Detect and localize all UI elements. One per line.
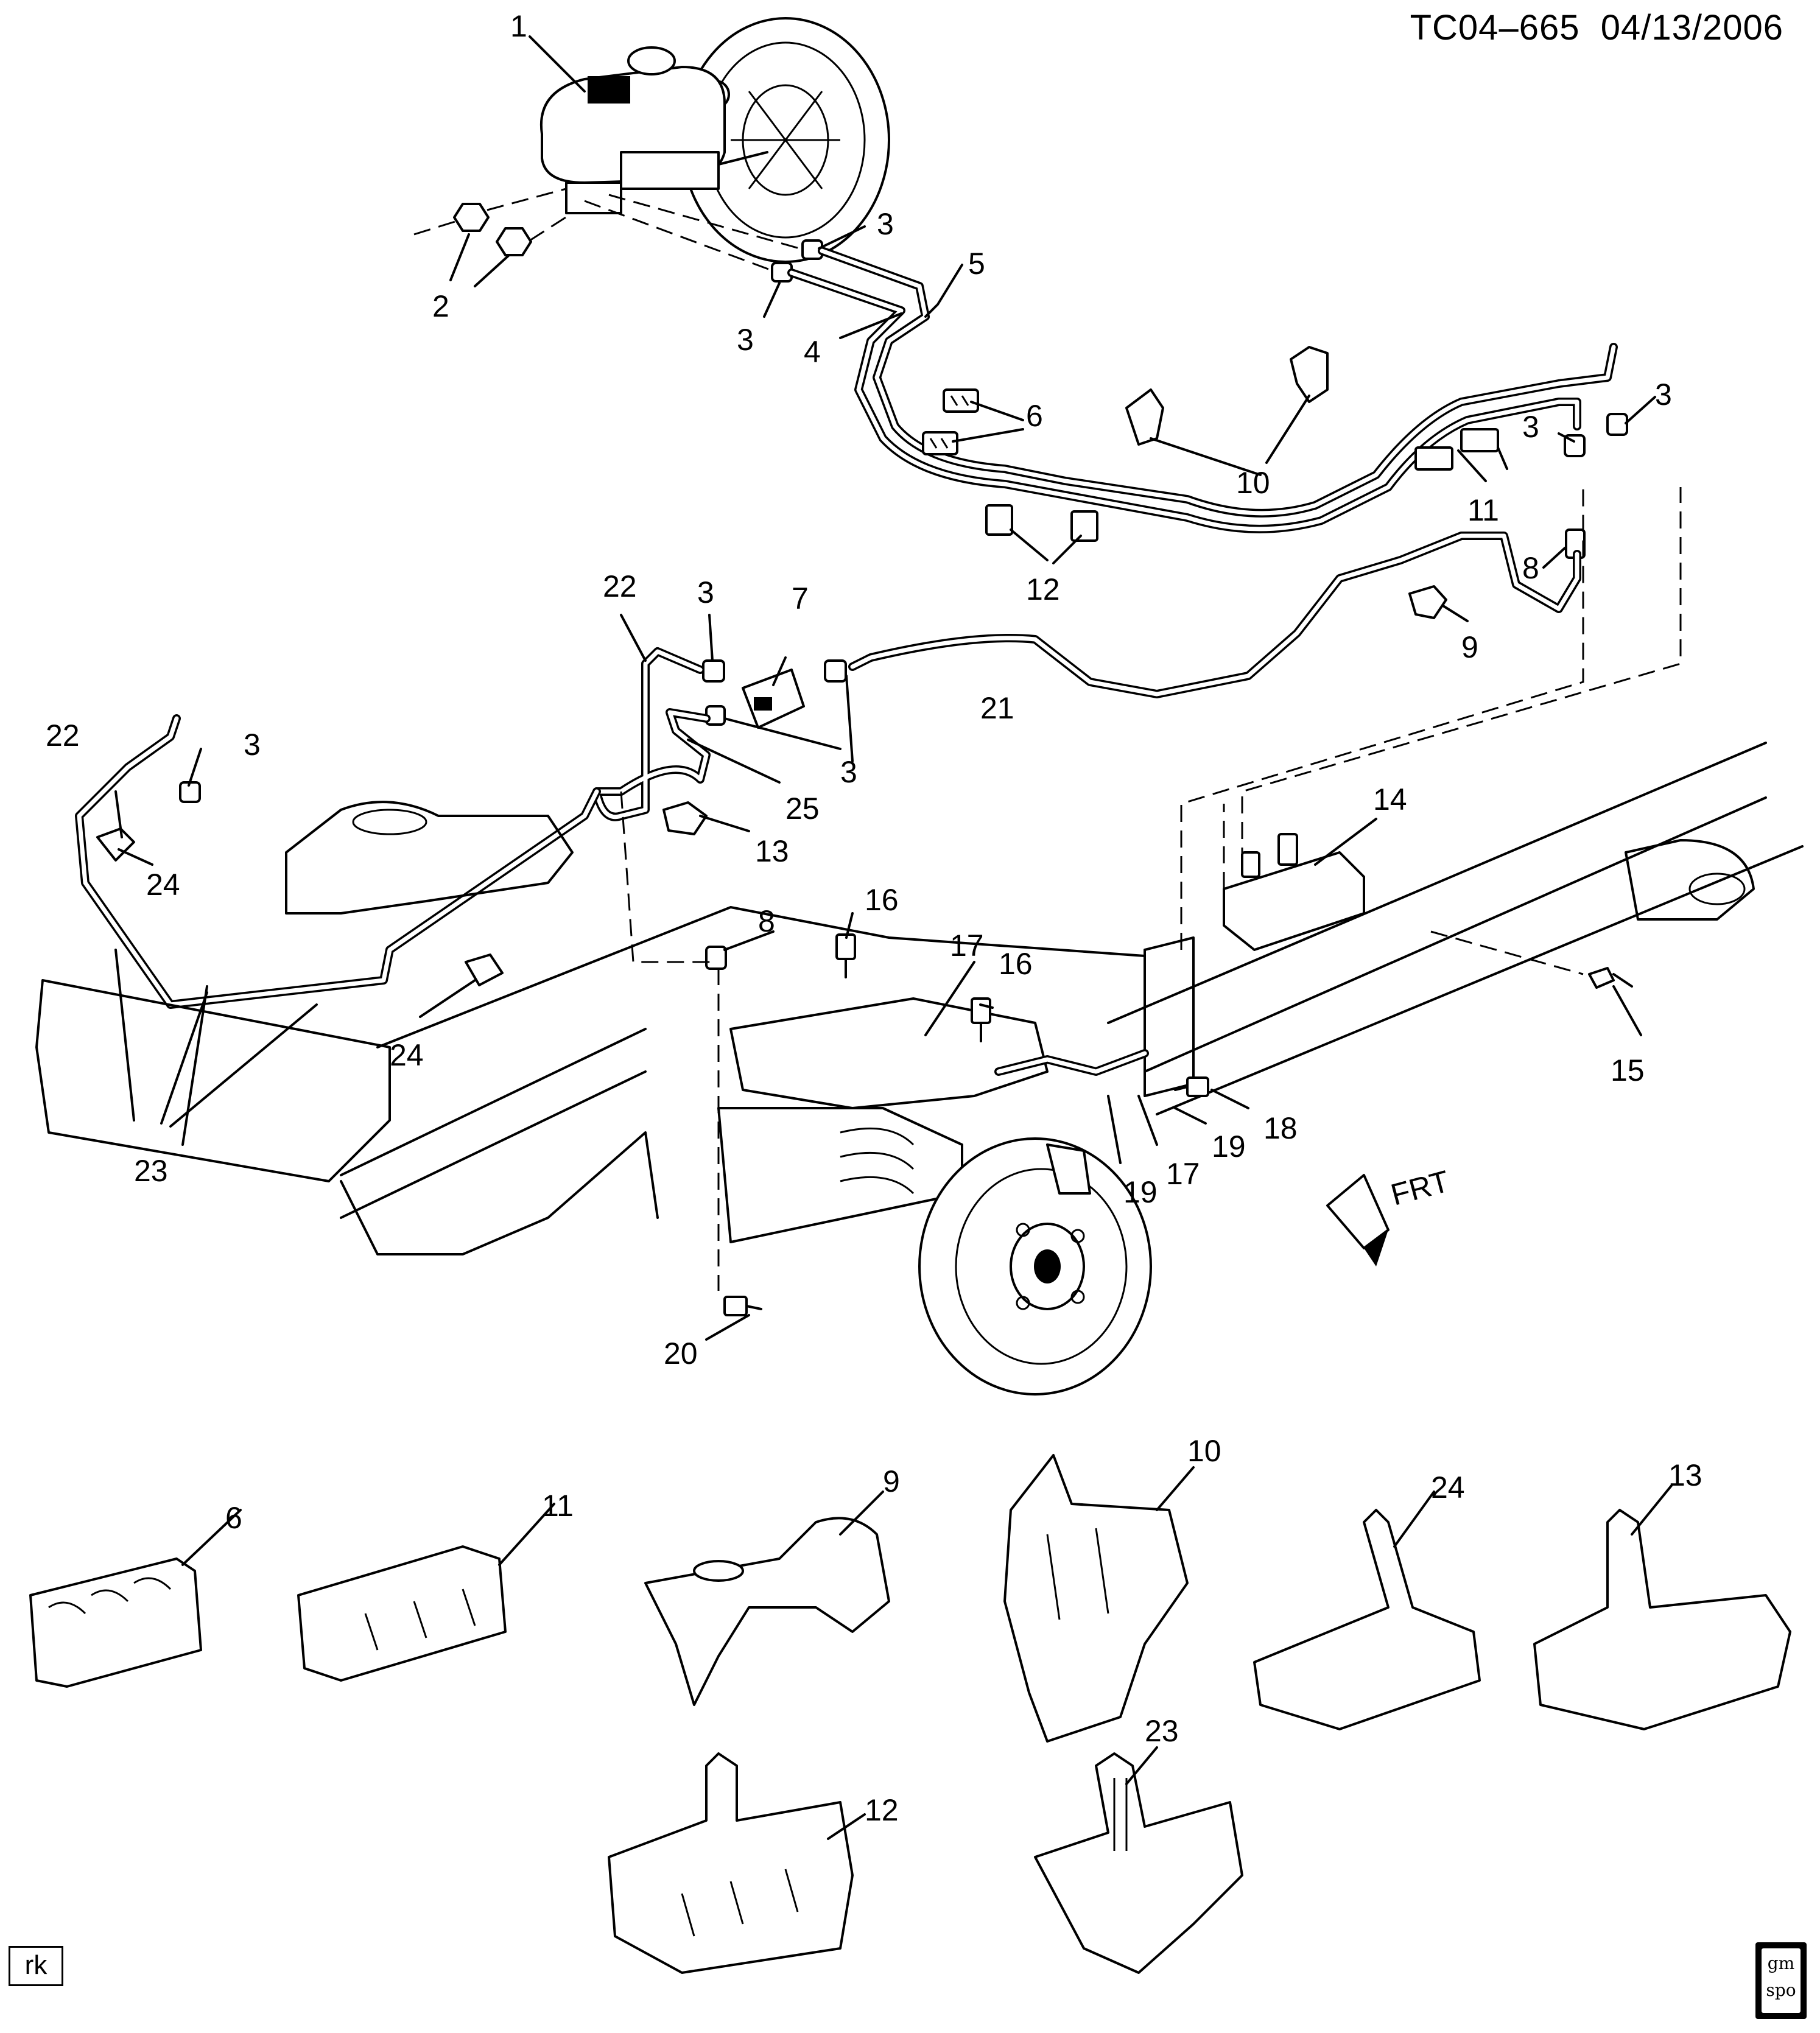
callout-3: 3 (697, 575, 714, 609)
callout-16: 16 (999, 947, 1033, 981)
brake-pipe-4-5 (787, 247, 1618, 533)
callout-21: 21 (980, 691, 1014, 725)
detail-clip-12 (608, 1752, 854, 1974)
clip-10-a (1125, 388, 1164, 446)
callout-3: 3 (244, 728, 261, 762)
callout-3: 3 (1522, 410, 1539, 444)
callout-8: 8 (1522, 551, 1539, 585)
vehicle-frame (35, 742, 1804, 1255)
callout-23: 23 (134, 1154, 168, 1188)
callout-3: 3 (840, 755, 857, 789)
clip-9-upper (1408, 585, 1447, 619)
callout-24: 24 (390, 1038, 424, 1072)
clip-11-a (1414, 446, 1453, 471)
detail-clip-24 (1253, 1509, 1481, 1730)
detail-clip-11 (297, 1545, 507, 1682)
fitting-3-right-b (1606, 413, 1628, 436)
detail-callout-12: 12 (865, 1793, 899, 1827)
logo-line-2: spo (1766, 1980, 1796, 2000)
detail-clip-9 (644, 1517, 890, 1706)
clip-12-a (985, 504, 1013, 536)
callout-24: 24 (146, 868, 180, 902)
bolt-15 (1588, 967, 1633, 989)
detail-callout-11: 11 (542, 1489, 574, 1523)
callout-12: 12 (1026, 572, 1060, 606)
callout-15: 15 (1611, 1053, 1645, 1087)
master-cylinder (539, 46, 768, 214)
bolt-16-a (835, 933, 856, 978)
detail-clip-6 (29, 1557, 202, 1688)
callout-19: 19 (1212, 1129, 1246, 1164)
clip-6-a (943, 388, 979, 413)
callout-19: 19 (1123, 1175, 1158, 1209)
callout-3: 3 (737, 323, 754, 357)
callout-25: 25 (785, 792, 820, 826)
callout-7: 7 (792, 581, 809, 616)
callout-17: 17 (1166, 1157, 1200, 1191)
brake-hose-17 (994, 1049, 1149, 1076)
bolt-16-b (971, 997, 991, 1042)
nut-2-lower (496, 227, 532, 256)
clip-24-left (96, 827, 135, 862)
frt-label: FRT (1387, 1164, 1453, 1212)
callout-8: 8 (758, 904, 775, 938)
front-direction-indicator: FRT (1326, 1164, 1453, 1266)
detail-clip-10 (1003, 1454, 1189, 1743)
nut-2-upper (453, 203, 490, 232)
callout-18: 18 (1263, 1111, 1298, 1145)
callout-22: 22 (603, 569, 637, 603)
detail-clip-23 (1034, 1752, 1243, 1974)
gmspo-logo: gm spo (1755, 1942, 1807, 2019)
fitting-3-junction-b (824, 659, 847, 683)
callout-numbers: 1 2 3 3 3 3 3 3 3 5 4 6 7 8 8 9 10 11 12… (46, 9, 1702, 1827)
brake-rotor (918, 1137, 1152, 1396)
callout-16: 16 (865, 883, 899, 917)
callout-4: 4 (804, 335, 821, 369)
detail-callout-23: 23 (1145, 1714, 1179, 1748)
callout-17: 17 (950, 929, 984, 963)
brake-pipe-22-25 (75, 647, 711, 1009)
clip-6-b (922, 431, 958, 455)
callout-3: 3 (877, 207, 894, 241)
diagram-header: TC04–665 04/13/2006 (1410, 7, 1783, 48)
clip-12-b (1070, 510, 1098, 542)
callout-1: 1 (510, 9, 527, 43)
clip-13-mid (662, 801, 708, 835)
combination-valve-14 (1223, 833, 1365, 951)
detail-clip-13 (1533, 1509, 1791, 1730)
brake-pipe-21 (848, 532, 1581, 698)
fitting-3-junction-a (702, 659, 725, 683)
callout-6: 6 (1026, 399, 1043, 433)
clip-24-mid (465, 953, 504, 986)
clip-10-b (1290, 346, 1329, 403)
callout-2: 2 (432, 289, 449, 323)
leader-lines (114, 35, 1673, 1840)
junction-block-7 (742, 669, 805, 729)
callout-3: 3 (1655, 377, 1672, 412)
callout-13: 13 (755, 834, 789, 868)
detail-callout-6: 6 (225, 1501, 242, 1535)
callout-22: 22 (46, 718, 80, 753)
detail-callout-9: 9 (883, 1464, 900, 1498)
diagram-date: 04/13/2006 (1600, 8, 1783, 47)
callout-9: 9 (1461, 630, 1478, 664)
fitting-8-mid (705, 946, 727, 970)
detail-callout-24: 24 (1431, 1470, 1465, 1505)
callout-11: 11 (1467, 493, 1499, 527)
clip-11-b (1460, 428, 1499, 452)
detail-callout-10: 10 (1187, 1434, 1221, 1468)
callout-10: 10 (1236, 466, 1270, 500)
brake-booster (681, 17, 890, 263)
bolt-18 (1174, 1076, 1209, 1097)
callout-20: 20 (664, 1336, 698, 1371)
callout-14: 14 (1373, 782, 1407, 816)
diagram-code: TC04–665 (1410, 8, 1580, 47)
logo-line-1: gm (1767, 1953, 1795, 1973)
callout-5: 5 (968, 247, 985, 281)
corner-tag: rk (9, 1946, 63, 1986)
detail-callout-13: 13 (1668, 1458, 1702, 1492)
bolt-20 (723, 1296, 762, 1316)
